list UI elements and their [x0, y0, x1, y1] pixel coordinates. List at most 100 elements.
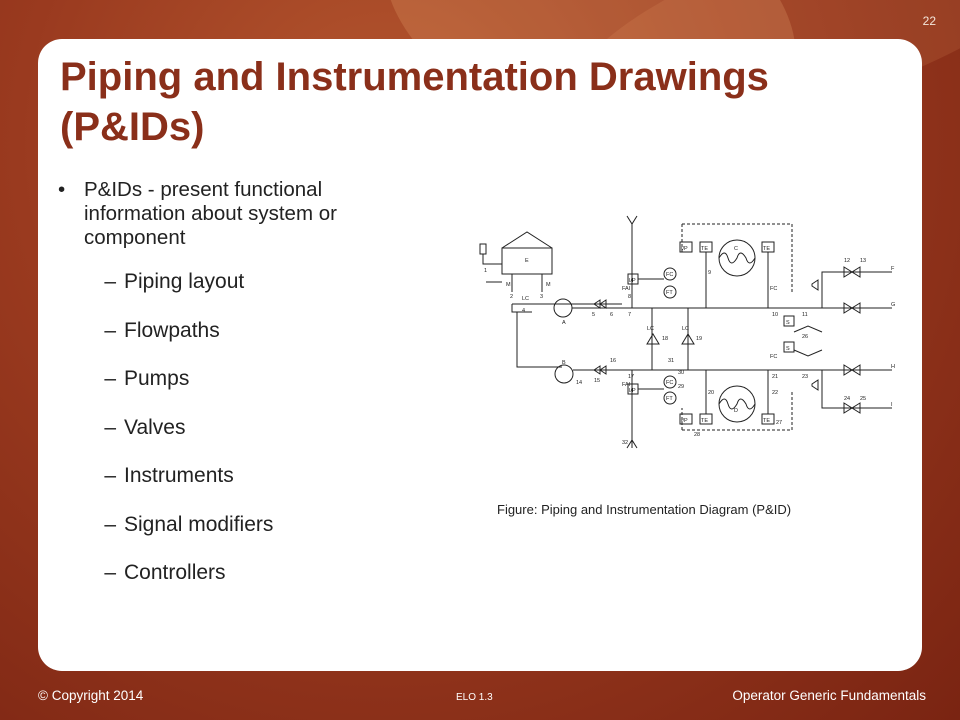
fc-label: FC: [770, 286, 777, 292]
item-number: 9: [708, 270, 711, 276]
item-number: 15: [594, 378, 600, 384]
item-number: 28: [694, 432, 700, 438]
pump-b-icon: [554, 364, 574, 384]
sub-bullet: –Piping layout: [58, 270, 428, 319]
hx-c-label: C: [734, 246, 738, 252]
sub-bullet-text: Valves: [124, 415, 186, 439]
tank-body: [501, 247, 553, 275]
sub-bullet-text: Piping layout: [124, 270, 245, 293]
figure-caption: Figure: Piping and Instrumentation Diagr…: [497, 502, 792, 517]
item-number: 22: [772, 390, 778, 396]
te-label: TE: [763, 418, 770, 424]
main-bullet-line-1: P&IDs - present functional: [84, 178, 323, 201]
outlet-label: G: [891, 302, 895, 308]
item-number: 6: [610, 312, 613, 318]
item-number: 30: [678, 370, 684, 376]
main-bullet: • P&IDs - present functional information…: [58, 178, 428, 250]
fc-label: FC: [666, 272, 673, 278]
sub-bullet-text: Flowpaths: [124, 318, 220, 342]
elo-label: ELO 1.3: [456, 692, 493, 703]
item-number: 23: [802, 374, 808, 380]
dash: –: [104, 415, 116, 439]
pump-a-label: A: [562, 320, 566, 326]
item-number: 5: [592, 312, 595, 318]
fai-label: FAI: [622, 286, 631, 292]
item-number: 7: [628, 312, 631, 318]
item-number: 16: [610, 358, 616, 364]
slide-title: Piping and Instrumentation Drawings (P&I…: [60, 52, 900, 152]
dash: –: [104, 561, 116, 584]
fc-label: FC: [770, 354, 777, 360]
item-number: 3: [540, 294, 543, 300]
lc-label: LC: [647, 326, 654, 332]
item-number: 20: [708, 390, 714, 396]
motor-label: M: [506, 282, 511, 288]
item-number: 25: [860, 396, 866, 402]
pump-b-label: B: [562, 360, 566, 366]
te-label: TE: [763, 246, 770, 252]
lc-label: LC: [522, 296, 529, 302]
tank-roof: [501, 231, 553, 249]
sub-bullet-text: Pumps: [124, 367, 190, 390]
main-bullet-line-3: component: [84, 226, 186, 249]
sub-bullet: –Flowpaths: [58, 319, 428, 368]
ft-label: FT: [666, 396, 673, 402]
outlet-label: F: [891, 266, 895, 272]
ip-label: I/P: [629, 278, 636, 284]
ip-label: I/P: [629, 388, 636, 394]
tank-label: E: [525, 258, 529, 264]
item-number: 11: [802, 312, 808, 318]
item-number: 12: [844, 258, 850, 264]
motor-label: M: [546, 282, 551, 288]
lc-label: LC: [682, 326, 689, 332]
course-name: Operator Generic Fundamentals: [732, 688, 926, 703]
title-line-1: Piping and Instrumentation Drawings: [60, 55, 769, 99]
pid-diagram: E A B C D M M I/P I/P FC FT TE TE I/P TE…: [479, 215, 895, 449]
hx-d-label: D: [734, 408, 738, 414]
item-number: 1: [484, 268, 487, 274]
ip-label: I/P: [681, 418, 688, 424]
sub-bullet: –Signal modifiers: [58, 513, 428, 562]
sub-bullet-text: Signal modifiers: [124, 512, 274, 536]
item-number: 24: [844, 396, 850, 402]
item-number: 29: [678, 384, 684, 390]
item-number: 21: [772, 374, 778, 380]
main-bullet-line-2: information about system or: [84, 202, 337, 225]
item-number: 14: [576, 380, 582, 386]
dash: –: [104, 464, 116, 487]
main-bullet-text: P&IDs - present functional information a…: [84, 178, 337, 250]
outlet-label: H: [891, 364, 895, 370]
dash: –: [104, 318, 116, 342]
ip-label: I/P: [681, 246, 688, 252]
item-number: 13: [860, 258, 866, 264]
ft-label: FT: [666, 290, 673, 296]
sub-bullet: –Controllers: [58, 561, 428, 610]
item-number: 4: [522, 308, 525, 314]
dash: –: [104, 367, 116, 390]
dash: –: [104, 270, 116, 293]
item-number: 18: [662, 336, 668, 342]
item-number: 8: [628, 294, 631, 300]
item-number: 31: [668, 358, 674, 364]
item-number: 26: [802, 334, 808, 340]
dash: –: [104, 512, 116, 536]
sub-bullet-text: Instruments: [124, 464, 234, 487]
item-number: 10: [772, 312, 778, 318]
item-number: 27: [776, 420, 782, 426]
te-label: TE: [701, 418, 708, 424]
slide-number: 22: [922, 14, 936, 28]
title-line-2: (P&IDs): [60, 105, 205, 149]
s-label: S: [786, 346, 790, 352]
sub-bullet: –Pumps: [58, 367, 428, 416]
sub-bullet-text: Controllers: [124, 561, 226, 584]
bullet-dot: •: [58, 178, 66, 201]
item-number: 19: [696, 336, 702, 342]
item-number: 32: [622, 440, 628, 446]
fai-label: FAI: [622, 382, 631, 388]
pump-a-icon: [553, 298, 573, 318]
bullet-list: • P&IDs - present functional information…: [58, 178, 428, 626]
content-panel: [38, 39, 922, 671]
item-number: 2: [510, 294, 513, 300]
sub-bullet: –Instruments: [58, 464, 428, 513]
s-label: S: [786, 320, 790, 326]
